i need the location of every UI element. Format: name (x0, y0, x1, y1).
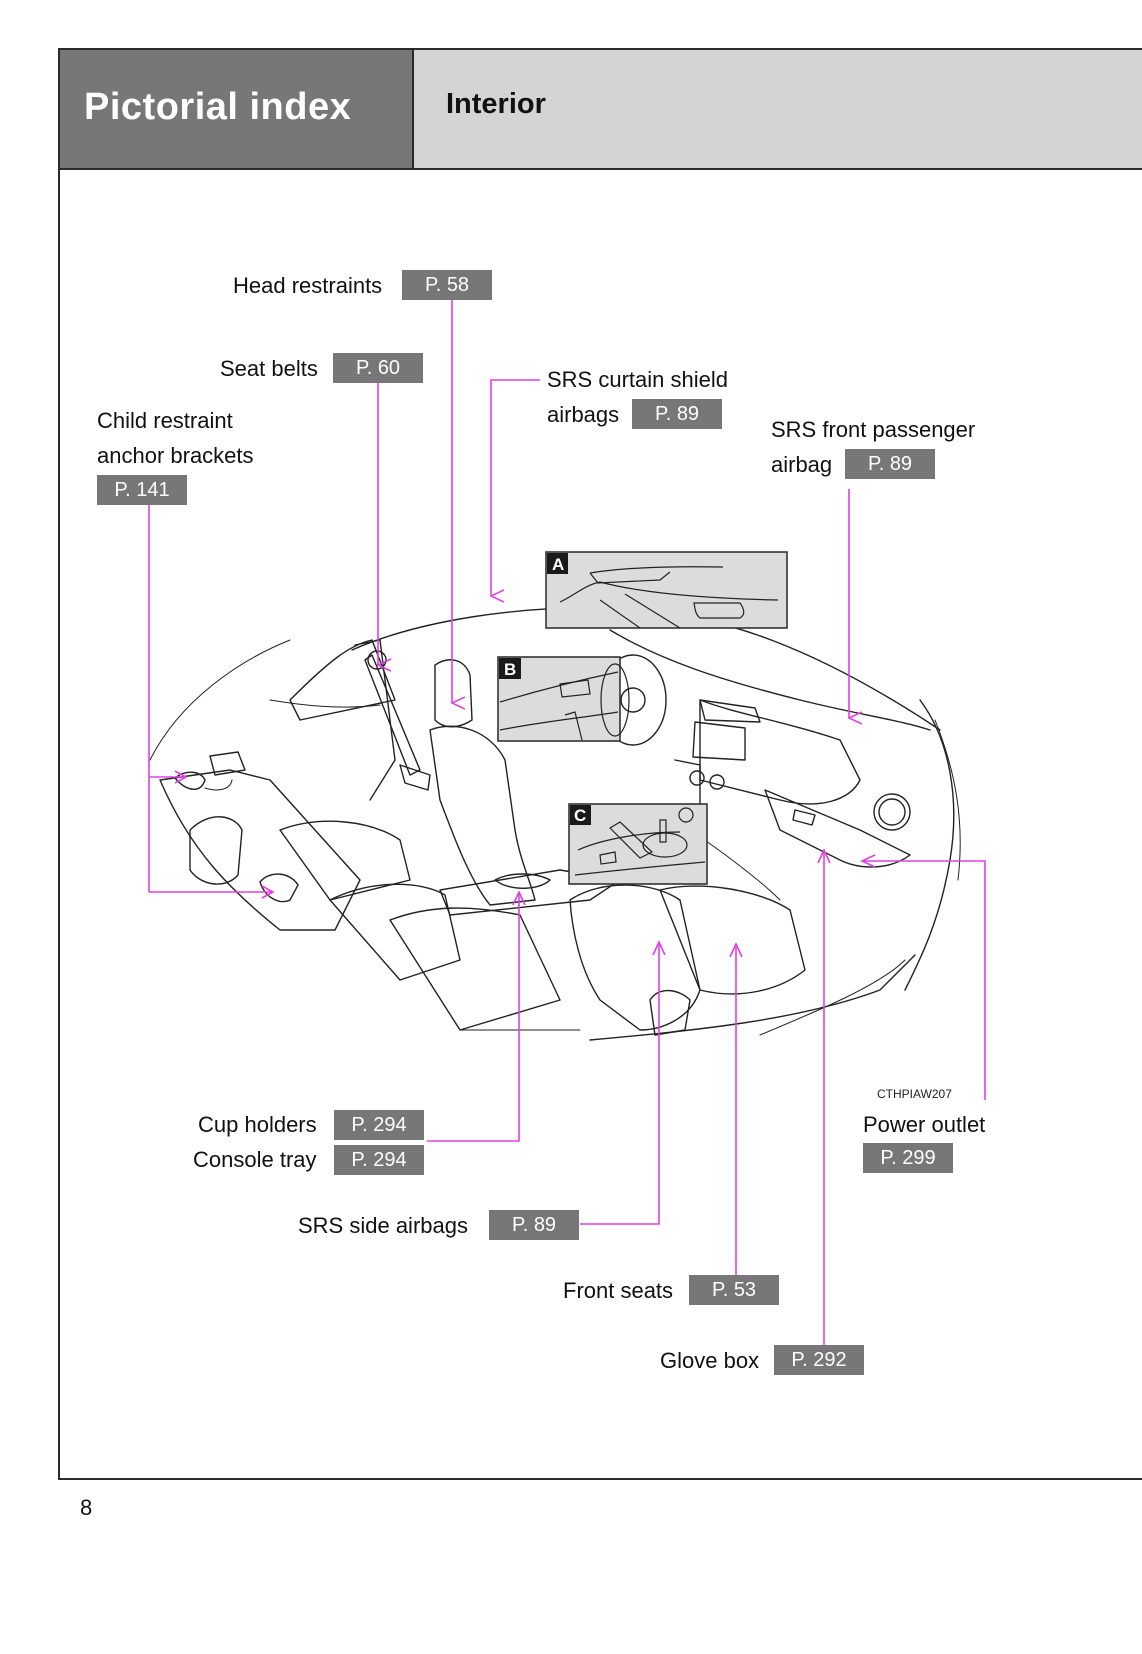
power-outlet-page-link[interactable]: P. 299 (863, 1143, 953, 1173)
inset-b-letter: B (504, 660, 516, 679)
srs-curtain-label-line2: airbags (547, 402, 620, 427)
glove-box-page-link[interactable]: P. 292 (774, 1345, 864, 1375)
child-restraint-label-line2: anchor brackets (97, 443, 254, 468)
inset-a-letter: A (552, 555, 564, 574)
header-rule (60, 168, 1142, 170)
front-seats-label: Front seats (563, 1278, 674, 1303)
inset-c: C (568, 803, 708, 885)
seat-belts-page-link[interactable]: P. 60 (333, 353, 423, 383)
page-frame (58, 48, 1142, 1480)
subsection-title: Interior (446, 88, 546, 120)
child-restraint-label-line1: Child restraint (97, 408, 233, 433)
inset-b: B (497, 656, 630, 742)
srs-front-passenger-page-link[interactable]: P. 89 (845, 449, 935, 479)
seat-belts-label: Seat belts (220, 356, 318, 381)
car-interior-drawing (149, 606, 961, 1041)
console-tray-label: Console tray (193, 1147, 317, 1172)
power-outlet-label: Power outlet (863, 1112, 986, 1137)
leader-lines (148, 300, 986, 1345)
page-number: 8 (80, 1495, 93, 1520)
head-restraints-page-link[interactable]: P. 58 (402, 270, 492, 300)
subsection-header: Interior (414, 50, 1142, 168)
section-header: Pictorial index (60, 50, 412, 168)
glove-box-label: Glove box (660, 1348, 760, 1373)
inset-a: A (545, 551, 788, 629)
srs-side-label: SRS side airbags (298, 1213, 468, 1238)
illustration-code: CTHPIAW207 (877, 1087, 952, 1101)
srs-side-page-link[interactable]: P. 89 (489, 1210, 579, 1240)
leader-cup-holders (427, 892, 520, 1142)
leader-srs-curtain (491, 379, 540, 596)
front-seats-page-link[interactable]: P. 53 (689, 1275, 779, 1305)
inset-c-letter: C (574, 806, 586, 825)
leader-power-outlet (862, 860, 986, 1100)
srs-front-passenger-label-line2: airbag (771, 452, 833, 477)
header-divider (412, 50, 414, 168)
cup-holders-page-link[interactable]: P. 294 (334, 1110, 424, 1140)
cup-holders-label: Cup holders (198, 1112, 317, 1137)
console-tray-page-link[interactable]: P. 294 (334, 1145, 424, 1175)
leader-srs-side (580, 942, 660, 1225)
srs-curtain-label-line1: SRS curtain shield (547, 367, 728, 392)
child-restraint-page-link[interactable]: P. 141 (97, 475, 187, 505)
head-restraints-label: Head restraints (233, 273, 383, 298)
srs-curtain-page-link[interactable]: P. 89 (632, 399, 722, 429)
srs-front-passenger-label-line1: SRS front passenger (771, 417, 976, 442)
section-title: Pictorial index (84, 86, 352, 128)
